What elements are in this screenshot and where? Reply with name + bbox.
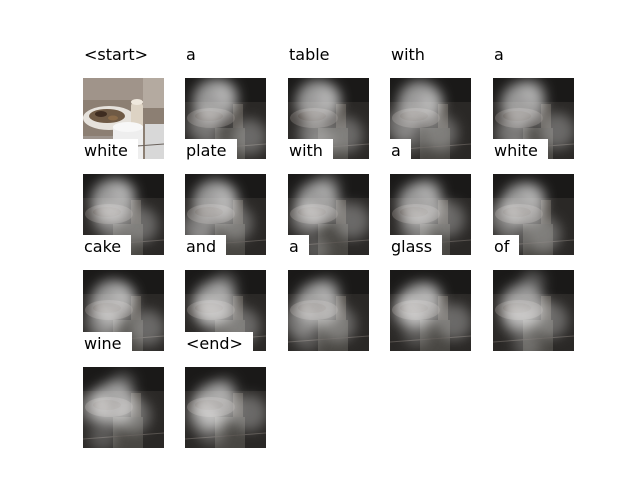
attention-map: [390, 78, 471, 159]
token-label: glass: [390, 235, 443, 259]
token-label: and: [185, 235, 227, 259]
token-tile: <end>: [185, 332, 266, 448]
token-tile: of: [493, 235, 574, 351]
token-label: a: [288, 235, 309, 259]
token-label: a: [185, 43, 206, 67]
token-label: with: [390, 43, 435, 67]
token-label: with: [288, 139, 333, 163]
attention-map: [288, 270, 369, 351]
token-label: wine: [83, 332, 132, 356]
attention-map: [185, 367, 266, 448]
token-tile: glass: [390, 235, 471, 351]
token-label: cake: [83, 235, 132, 259]
token-label: <end>: [185, 332, 253, 356]
attention-map: [83, 174, 164, 255]
attention-map: [390, 270, 471, 351]
attention-map: [83, 270, 164, 351]
token-label: of: [493, 235, 520, 259]
token-label: plate: [185, 139, 237, 163]
token-tile: wine: [83, 332, 164, 448]
token-label: table: [288, 43, 340, 67]
token-label: a: [390, 139, 411, 163]
token-label: a: [493, 43, 514, 67]
token-label: white: [493, 139, 548, 163]
token-tile: white: [493, 139, 574, 255]
token-tile: with: [390, 43, 471, 159]
token-tile: a: [288, 235, 369, 351]
attention-map: [493, 270, 574, 351]
token-tile: white: [83, 139, 164, 255]
attention-map: [493, 174, 574, 255]
token-label: <start>: [83, 43, 159, 67]
attention-map: [83, 367, 164, 448]
token-label: white: [83, 139, 138, 163]
token-tile: cake: [83, 235, 164, 351]
